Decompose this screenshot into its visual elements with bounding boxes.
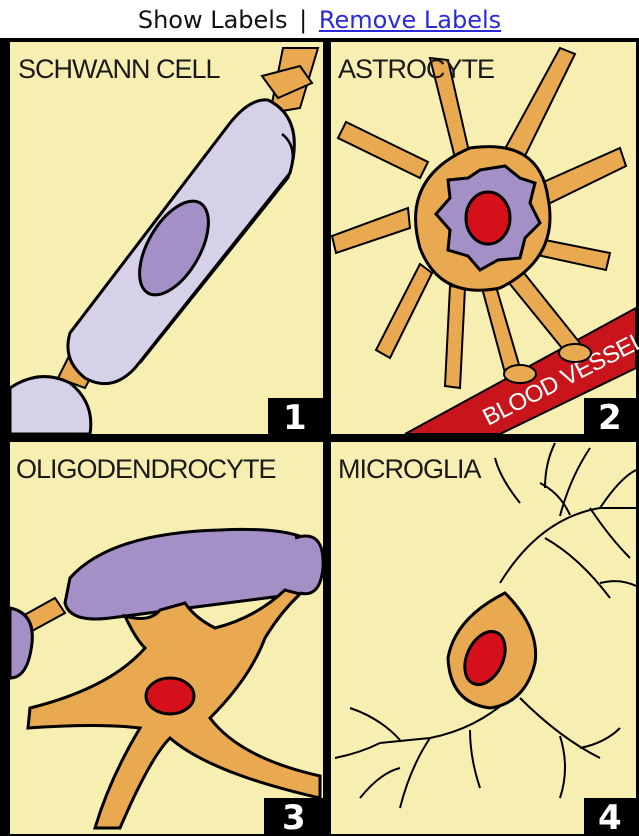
astrocyte-nucleus — [466, 192, 510, 244]
separator: | — [299, 6, 307, 34]
panel-4-number: 4 — [598, 798, 622, 836]
label-toggle-bar: Show Labels | Remove Labels — [0, 0, 639, 38]
panel-2-number: 2 — [598, 398, 622, 438]
panel-1-number: 1 — [283, 398, 307, 438]
panel-3-number: 3 — [282, 798, 306, 836]
glial-cells-figure: SCHWANN CELL 1 BLOOD VESSEL ASTROCYTE — [0, 38, 639, 836]
oligodendrocyte-nucleus — [146, 678, 194, 714]
panel-oligodendrocyte: OLIGODENDROCYTE 3 — [10, 442, 323, 836]
panel-4-title: MICROGLIA — [338, 454, 482, 484]
panel-astrocyte: BLOOD VESSEL ASTROCYTE 2 — [331, 42, 639, 438]
panel-microglia: MICROGLIA 4 — [331, 442, 636, 836]
panel-2-title: ASTROCYTE — [338, 54, 494, 84]
panel-3-title: OLIGODENDROCYTE — [16, 454, 276, 484]
remove-labels-link[interactable]: Remove Labels — [319, 6, 501, 34]
panel-schwann-cell: SCHWANN CELL 1 — [10, 42, 323, 438]
show-labels-text: Show Labels — [138, 6, 288, 34]
panel-1-title: SCHWANN CELL — [18, 54, 221, 84]
